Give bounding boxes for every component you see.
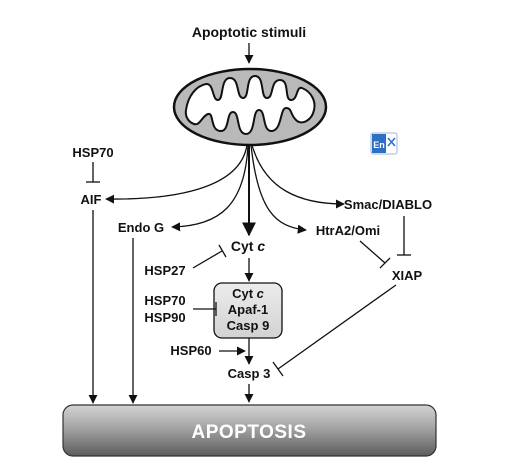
title-apoptotic-stimuli: Apoptotic stimuli [192,24,306,40]
mitochondrion-icon [172,67,328,147]
apoptosome-cyt-c: Cyt c [232,286,265,301]
label-hsp90: HSP90 [144,310,185,325]
label-htra2-omi: HtrA2/Omi [316,223,380,238]
label-cyt-c: Cyt c [231,238,265,254]
label-hsp70-mid: HSP70 [144,293,185,308]
translate-widget-icon[interactable]: En [370,132,398,155]
inhibit-bar-hsp27-cytc [218,244,227,258]
arrow-mito-to-aif [105,144,248,204]
apoptosome-casp9: Casp 9 [227,318,270,333]
inhibit-xiap-casp3 [277,284,397,370]
arrow-mito-to-smac [251,144,345,209]
label-endo-g: Endo G [118,220,164,235]
arrow-mito-to-endog [171,144,249,232]
apoptosome-box [213,282,283,339]
label-aif: AIF [81,192,102,207]
label-smac-diablo: Smac/DIABLO [344,197,432,212]
label-casp3: Casp 3 [228,366,271,381]
apoptosome-apaf1: Apaf-1 [228,302,268,317]
label-hsp27: HSP27 [144,263,185,278]
inhibit-htra2-xiap [359,240,386,264]
inhibit-bar-htra2-xiap [379,257,391,269]
label-apoptosis: APOPTOSIS [191,422,306,443]
apoptosis-bar [62,404,437,457]
inhibit-hsp27-cytc [192,250,223,269]
label-xiap: XIAP [392,268,423,283]
label-hsp70-top: HSP70 [72,145,113,160]
inhibit-bar-xiap-casp3 [272,361,284,377]
arrow-mito-to-htra2 [250,144,307,234]
label-hsp60: HSP60 [170,343,211,358]
translate-widget-label: En [373,140,385,150]
